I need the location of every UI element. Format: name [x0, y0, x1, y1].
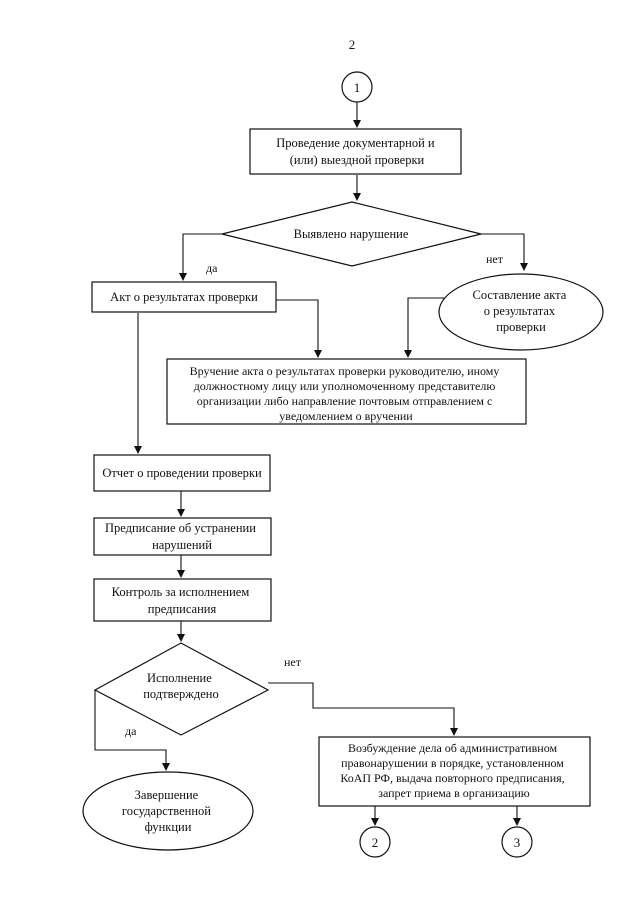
node-serve-act-line-4: уведомлением о вручении	[279, 409, 413, 423]
node-admin-case: Возбуждение дела об административном пра…	[318, 736, 591, 807]
node-serve-act-line-1: Вручение акта о результатах проверки рук…	[190, 364, 500, 378]
edge-decision-yes	[179, 233, 222, 281]
svg-text:Составление акта о резул: Составление акта о результатах проверки	[473, 288, 570, 334]
edge-act-to-serve	[276, 299, 322, 358]
connector-start: 1	[341, 71, 373, 103]
node-order-line-2: нарушений	[152, 538, 212, 552]
node-act-results: Акт о результатах проверки	[91, 281, 277, 313]
decision-violation-found-label: Выявлено нарушение	[294, 227, 409, 241]
edge-decision-no	[481, 233, 528, 271]
svg-text:Вручение акта о результатах пр: Вручение акта о результатах проверки рук…	[190, 364, 503, 423]
decision-confirmed-line-1: Исполнение	[147, 671, 212, 685]
decision-violation-found: Выявлено нарушение	[221, 201, 482, 267]
node-control: Контроль за исполнением предписания	[93, 578, 272, 622]
node-completion-line-2: государственной	[122, 804, 211, 818]
node-completion-line-3: функции	[145, 820, 192, 834]
node-control-line-2: предписания	[148, 602, 217, 616]
node-control-line-1: Контроль за исполнением	[112, 585, 250, 599]
node-compose-act-line-1: Составление акта	[473, 288, 567, 302]
page-number: 2	[349, 37, 356, 52]
node-admin-case-line-4: запрет приема в организацию	[378, 786, 530, 800]
node-completion: Завершение государственной функции	[82, 771, 254, 851]
node-serve-act-line-3: организации либо направление почтовым от…	[197, 394, 493, 408]
node-serve-act-line-2: должностному лицу или уполномоченному пр…	[194, 379, 496, 393]
node-serve-act: Вручение акта о результатах проверки рук…	[166, 358, 527, 425]
node-admin-case-line-2: правонарушении в порядке, установленном	[341, 756, 564, 770]
node-inspection-line-1: Проведение документарной и	[276, 136, 435, 150]
node-order: Предписание об устранении нарушений	[93, 517, 272, 556]
svg-text:Исполнение подтверждено: Исполнение подтверждено	[143, 671, 219, 701]
label-no-1: нет	[486, 252, 504, 266]
edge-confirmed-no	[268, 682, 458, 736]
connector-out-b-label: 3	[514, 835, 521, 850]
connector-start-label: 1	[354, 80, 361, 95]
node-report: Отчет о проведении проверки	[93, 454, 271, 492]
svg-text:Предписание об устранении: Предписание об устранении нарушений	[105, 521, 259, 552]
edge-confirmed-yes	[94, 690, 170, 771]
svg-text:Контроль за исполнением: Контроль за исполнением предписания	[112, 585, 253, 616]
node-completion-line-1: Завершение	[135, 788, 199, 802]
edges	[94, 102, 528, 826]
node-compose-act: Составление акта о результатах проверки	[438, 273, 604, 351]
node-admin-case-line-1: Возбуждение дела об административном	[348, 741, 558, 755]
decision-confirmed: Исполнение подтверждено	[93, 642, 270, 736]
node-act-results-label: Акт о результатах проверки	[110, 290, 258, 304]
label-yes-1: да	[206, 261, 218, 275]
node-compose-act-line-3: проверки	[496, 320, 546, 334]
node-compose-act-line-2: о результатах	[484, 304, 556, 318]
connector-out-b: 3	[501, 826, 533, 858]
svg-text:Проведение документарной и: Проведение документарной и (или) выездно…	[276, 136, 437, 167]
node-inspection: Проведение документарной и (или) выездно…	[249, 128, 462, 175]
label-yes-2: да	[125, 724, 137, 738]
node-inspection-line-2: (или) выездной проверки	[290, 153, 425, 167]
node-report-label: Отчет о проведении проверки	[102, 466, 262, 480]
edge-compose-to-serve	[404, 297, 446, 358]
connector-out-a: 2	[359, 826, 391, 858]
decision-confirmed-line-2: подтверждено	[143, 687, 219, 701]
svg-text:Завершение государственн: Завершение государственной функции	[122, 788, 214, 834]
node-order-line-1: Предписание об устранении	[105, 521, 256, 535]
svg-text:Возбуждение дела об администра: Возбуждение дела об административном пра…	[340, 741, 567, 800]
connector-out-a-label: 2	[372, 835, 379, 850]
label-no-2: нет	[284, 655, 302, 669]
node-admin-case-line-3: КоАП РФ, выдача повторного предписания,	[340, 771, 564, 785]
